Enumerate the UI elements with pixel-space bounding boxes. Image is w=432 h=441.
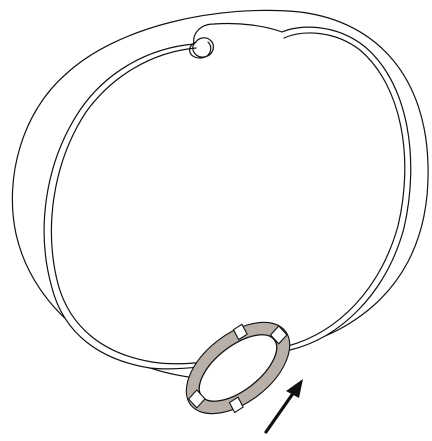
inner-rim [44,23,411,368]
arrow-shaft [266,392,294,432]
inner-rim-outer-line [44,23,411,368]
arrow-head [286,379,303,398]
direction-arrow [266,379,303,432]
